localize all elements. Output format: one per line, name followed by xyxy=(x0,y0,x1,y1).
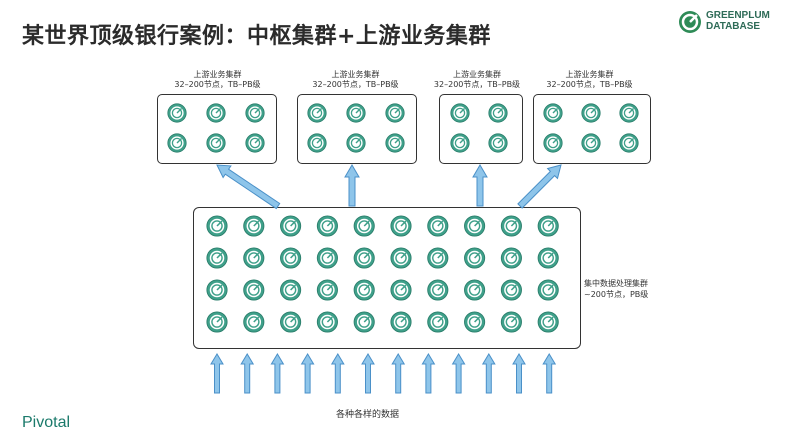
input-data-arrow xyxy=(451,353,466,394)
core-node xyxy=(353,247,376,269)
core-node xyxy=(316,311,339,333)
greenplum-logo: GREENPLUM DATABASE xyxy=(678,8,783,36)
core-node xyxy=(463,247,486,269)
input-data-arrow xyxy=(481,353,496,394)
upstream-node xyxy=(488,103,508,123)
core-node xyxy=(426,311,449,333)
core-node xyxy=(500,279,523,301)
upstream-node xyxy=(543,103,563,123)
brand-sub: DATABASE xyxy=(706,21,761,32)
input-data-arrow xyxy=(421,353,436,394)
core-node xyxy=(500,215,523,237)
core-node xyxy=(242,215,265,237)
core-node xyxy=(537,215,560,237)
core-node xyxy=(279,247,302,269)
core-node xyxy=(242,279,265,301)
input-data-arrow xyxy=(210,353,224,394)
upstream-node xyxy=(581,103,601,123)
input-data-arrow xyxy=(270,353,285,394)
core-cluster-box xyxy=(193,207,581,349)
core-node xyxy=(390,279,412,301)
core-node xyxy=(316,279,339,301)
upstream-node xyxy=(543,133,563,153)
upstream-node xyxy=(307,103,327,123)
core-node xyxy=(206,311,228,333)
input-data-arrow xyxy=(542,353,557,394)
core-node xyxy=(353,215,376,237)
core-node xyxy=(279,311,302,333)
core-node xyxy=(537,311,560,333)
core-node xyxy=(206,215,228,237)
core-node xyxy=(353,279,376,301)
input-data-arrow xyxy=(512,353,526,394)
core-node xyxy=(537,247,560,269)
core-node xyxy=(537,279,560,301)
input-data-arrow xyxy=(391,353,406,394)
core-node xyxy=(463,279,486,301)
pivotal-logo: Pivotal xyxy=(22,414,71,431)
brand-name: GREENPLUM xyxy=(706,10,770,21)
core-node xyxy=(463,311,486,333)
arrow-to-upstream-3 xyxy=(472,164,488,207)
core-cluster-label: 集中数据处理集群~200节点，PB级 xyxy=(584,279,649,299)
core-node xyxy=(242,247,265,269)
slide-title: 某世界顶级银行案例：中枢集群+上游业务集群 xyxy=(22,24,491,49)
core-node xyxy=(426,279,449,301)
data-sources-label: 各种各样的数据 xyxy=(336,410,400,420)
input-data-arrow xyxy=(300,353,315,394)
core-node xyxy=(426,215,449,237)
upstream-node xyxy=(346,133,366,153)
upstream-node xyxy=(206,133,226,153)
core-node xyxy=(316,215,339,237)
core-node xyxy=(353,311,376,333)
core-node xyxy=(206,279,228,301)
core-node xyxy=(206,247,228,269)
greenplum-icon xyxy=(679,11,701,33)
upstream-node xyxy=(619,103,639,123)
core-node xyxy=(426,247,449,269)
core-node xyxy=(242,311,265,333)
core-node xyxy=(279,279,302,301)
upstream-node xyxy=(450,103,470,123)
upstream-node xyxy=(619,133,639,153)
upstream-node xyxy=(450,133,470,153)
core-node xyxy=(279,215,302,237)
core-node xyxy=(316,247,339,269)
upstream-node xyxy=(245,103,265,123)
input-data-arrow xyxy=(240,353,255,394)
upstream-node xyxy=(167,103,187,123)
upstream-node xyxy=(581,133,601,153)
input-data-arrow xyxy=(330,353,345,394)
upstream-cluster-box-3 xyxy=(439,94,523,164)
input-data-arrow xyxy=(361,353,375,394)
upstream-node xyxy=(206,103,226,123)
upstream-node xyxy=(307,133,327,153)
arrow-to-upstream-1 xyxy=(216,164,281,210)
core-node xyxy=(390,215,412,237)
arrow-to-upstream-2 xyxy=(344,164,360,207)
upstream-node xyxy=(385,103,405,123)
upstream-node xyxy=(488,133,508,153)
core-node xyxy=(463,215,486,237)
core-node xyxy=(390,311,412,333)
core-node xyxy=(390,247,412,269)
upstream-node xyxy=(167,133,187,153)
core-node xyxy=(500,311,523,333)
arrow-to-upstream-4 xyxy=(517,164,562,209)
core-node xyxy=(500,247,523,269)
upstream-node xyxy=(385,133,405,153)
upstream-node xyxy=(346,103,366,123)
upstream-node xyxy=(245,133,265,153)
